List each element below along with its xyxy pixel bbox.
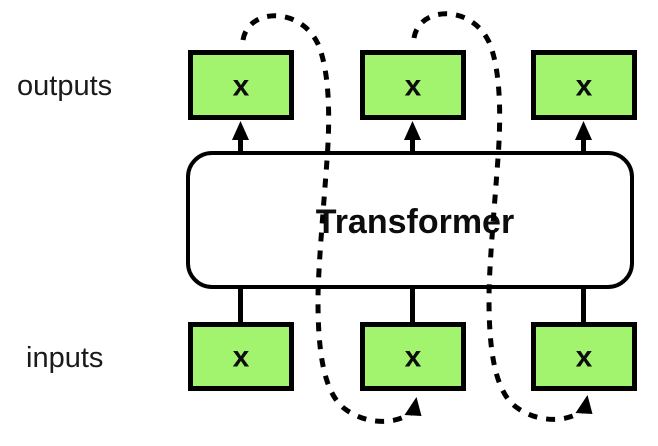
arrow-up-icon-col-2 (404, 121, 421, 140)
arrow-up-icon-col-3 (575, 121, 592, 140)
arrow-up-icon-col-1 (232, 121, 249, 140)
output-token-box-2[interactable] (360, 50, 466, 120)
flow-arrowheads-group (232, 121, 592, 140)
output-token-label-2: x (405, 70, 422, 103)
input-token-box-2[interactable] (360, 322, 466, 391)
input-token-label-3: x (576, 341, 593, 374)
dashed-arrow-head-icon-2 (575, 395, 593, 414)
input-token-label-1: x (233, 341, 250, 374)
feedback-curves-group (240, 11, 593, 424)
inputs-row-label: inputs (26, 342, 103, 374)
dashed-feedback-arrow-icon-2 (411, 11, 585, 422)
output-token-label-3: x (576, 70, 593, 103)
transformer-module-box[interactable] (186, 151, 634, 289)
input-token-box-3[interactable] (531, 322, 637, 391)
output-token-label-1: x (233, 70, 250, 103)
output-token-box-1[interactable] (188, 50, 294, 120)
input-token-label-2: x (405, 341, 422, 374)
transformer-module-label: Transformer (316, 203, 514, 241)
input-tokens-group: x x x (188, 322, 637, 391)
output-tokens-group: x x x (188, 50, 637, 120)
outputs-row-label: outputs (17, 70, 112, 102)
dashed-feedback-arrow-icon-1 (240, 13, 414, 424)
input-token-box-1[interactable] (188, 322, 294, 391)
dashed-arrow-head-icon-1 (404, 397, 422, 416)
output-token-box-3[interactable] (531, 50, 637, 120)
